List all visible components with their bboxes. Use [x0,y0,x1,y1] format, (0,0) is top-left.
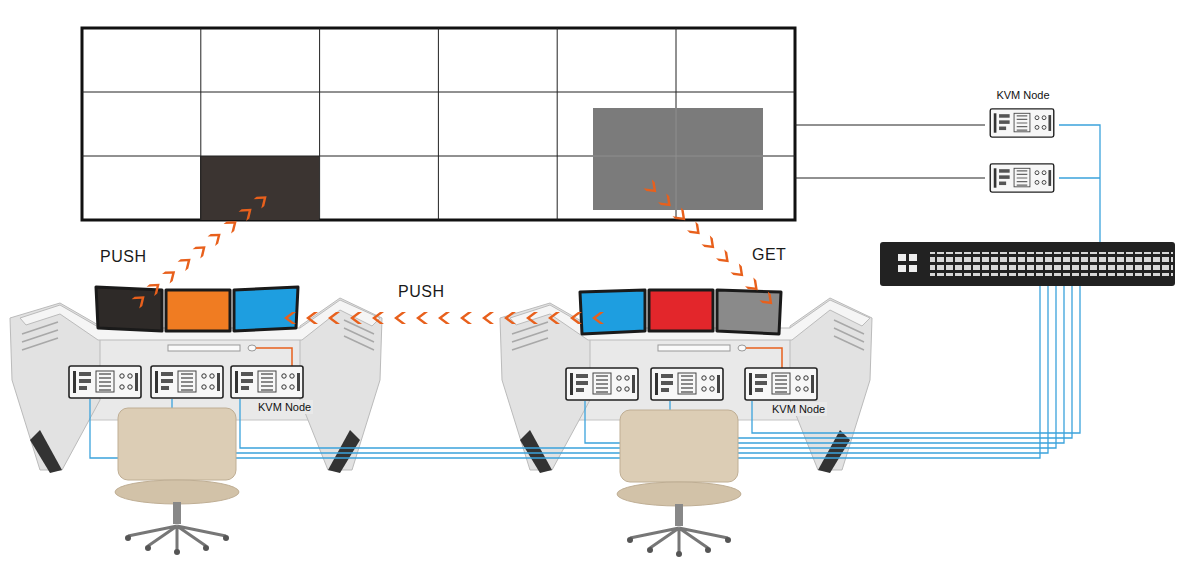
flow-label: GET [752,246,786,264]
kvm-device [69,366,141,398]
label-holder: PUSH [100,248,146,266]
kvm-device [985,108,1059,138]
switch-ports [930,252,1173,276]
kvm-device [151,366,223,398]
video-wall [82,28,795,220]
video-cable [795,125,985,178]
kvm-device [744,367,818,401]
wall-grid [593,108,763,210]
wall-window [593,108,763,210]
flow-label: PUSH [398,283,444,301]
push-arrow [290,318,598,319]
network-cable [1059,125,1100,242]
kvm-node: KVM Node [230,365,316,414]
wall-window [200,156,319,220]
kvm-node: KVM Node [744,367,830,416]
label-holder: GET [752,246,786,264]
kvm-device [566,368,638,400]
kvm-node: KVM Node [985,88,1061,138]
node-label: KVM Node [770,402,827,416]
kvm-device [230,365,304,399]
node-label: KVM Node [256,400,313,414]
node-label: KVM Node [994,88,1051,102]
kvm-device [990,164,1054,192]
operator-chair [617,410,741,557]
get-arrow [652,188,768,300]
network-cable [90,286,1080,458]
network-switch [880,242,1175,286]
push-arrow [140,200,262,300]
label-holder: PUSH [398,283,444,301]
kvm-device [651,368,723,400]
operator-chair [115,408,239,555]
flow-label: PUSH [100,248,146,266]
wall-grid [82,28,795,220]
